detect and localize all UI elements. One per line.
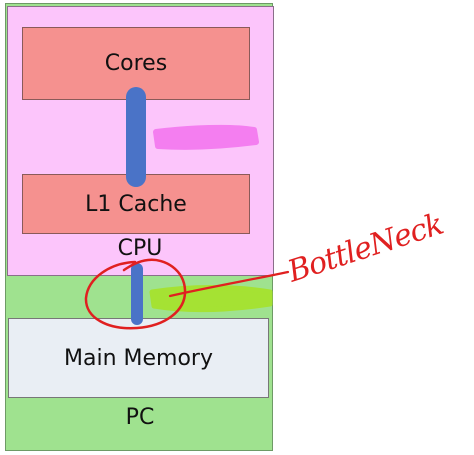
- cores-box: Cores: [22, 27, 250, 100]
- l1-cache-label: L1 Cache: [85, 191, 187, 217]
- cores-label: Cores: [104, 51, 168, 76]
- bottleneck-annotation: BottleNeck: [283, 207, 447, 290]
- pc-label: PC: [125, 405, 155, 430]
- cpu-label: CPU: [117, 236, 163, 261]
- main-memory-label: Main Memory: [64, 345, 213, 371]
- l1-cache-box: L1 Cache: [22, 174, 250, 234]
- main-memory-box: Main Memory: [8, 318, 269, 398]
